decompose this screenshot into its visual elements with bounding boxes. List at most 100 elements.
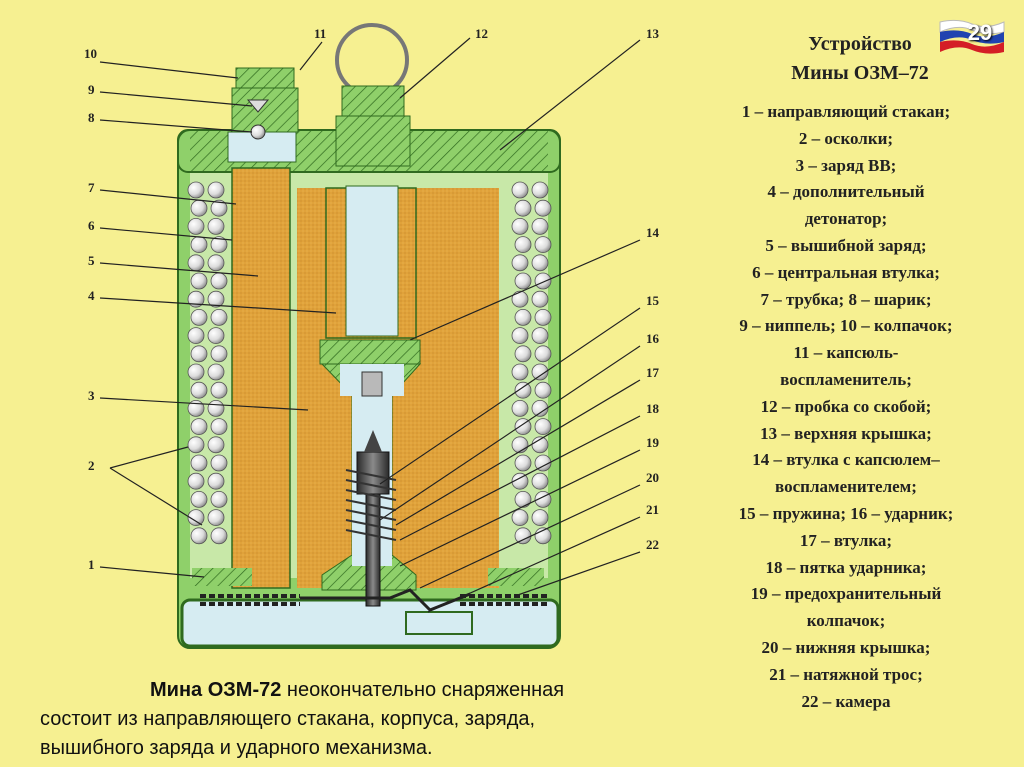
callout-1: 1 — [88, 557, 95, 572]
fragment-ball — [187, 290, 205, 308]
callout-19: 19 — [646, 435, 660, 450]
fragment-ball — [207, 509, 225, 526]
fragment-ball — [187, 254, 205, 272]
fragment-ball — [207, 436, 225, 454]
fragment-ball — [514, 490, 532, 508]
legend-line: 14 – втулка с капсюлем– — [752, 450, 940, 470]
fragment-balls-right — [511, 181, 552, 545]
caption-title: Мина ОЗМ-72 — [150, 679, 282, 701]
fragment-ball — [187, 181, 205, 199]
callout-2: 2 — [88, 458, 95, 473]
legend-line: 6 – центральная втулка; — [752, 262, 940, 282]
fragment-ball — [207, 399, 225, 417]
fragment-ball — [534, 308, 552, 326]
legend-line: 20 – нижняя крышка; — [761, 637, 931, 657]
callout-12: 12 — [475, 26, 488, 41]
plug-with-ring — [335, 23, 411, 167]
caption-line-3: вышибного заряда и ударного механизма. — [40, 737, 433, 759]
fragment-ball — [511, 290, 529, 308]
fragment-ball — [210, 490, 228, 508]
title-line-1: Устройство — [808, 33, 912, 55]
fragment-ball — [511, 254, 529, 272]
slide-number: 29 — [967, 20, 993, 45]
fragment-ball — [511, 363, 529, 381]
fragment-balls-left — [187, 181, 228, 545]
legend-line: воспламенителем; — [775, 477, 917, 497]
fragment-ball — [190, 199, 208, 217]
fragment-ball — [511, 217, 529, 235]
fragment-ball — [531, 472, 549, 490]
fragment-ball — [534, 236, 552, 254]
fragment-ball — [187, 472, 205, 490]
left-tube-head — [227, 67, 299, 163]
callout-9: 9 — [88, 82, 95, 97]
fragment-ball — [210, 345, 228, 363]
legend-line: 18 – пятка ударника; — [765, 557, 927, 577]
fragment-ball — [207, 363, 225, 381]
callout-7: 7 — [88, 180, 95, 195]
legend-line: 11 – капсюль- — [793, 343, 899, 363]
callout-15: 15 — [646, 293, 660, 308]
fragment-ball — [210, 418, 228, 436]
fragment-ball — [187, 509, 205, 526]
fragment-ball — [531, 290, 549, 308]
fragment-ball — [190, 308, 208, 326]
fragment-ball — [534, 345, 552, 363]
fragment-ball — [210, 381, 228, 399]
fragment-ball — [207, 472, 225, 490]
fragment-ball — [531, 181, 549, 199]
legend-line: 21 – натяжной трос; — [769, 664, 923, 684]
fragment-ball — [210, 272, 228, 290]
bottom-mechanism — [192, 568, 548, 635]
fragment-ball — [511, 509, 529, 526]
fragment-ball — [514, 527, 532, 545]
fragment-ball — [514, 199, 532, 217]
fragment-ball — [207, 290, 225, 308]
fragment-ball — [190, 272, 208, 290]
legend-line: 13 – верхняя крышка; — [760, 423, 932, 443]
callout-18: 18 — [646, 401, 660, 416]
fragment-ball — [531, 399, 549, 417]
legend-line: 17 – втулка; — [799, 530, 893, 550]
fragment-ball — [187, 399, 205, 417]
fragment-ball — [531, 363, 549, 381]
fragment-ball — [207, 181, 225, 199]
fragment-ball — [514, 272, 532, 290]
callout-16: 16 — [646, 331, 660, 346]
caption-line-2: состоит из направляющего стакана, корпус… — [40, 708, 536, 730]
fragment-ball — [190, 345, 208, 363]
fragment-ball — [534, 381, 552, 399]
legend-line: 1 – направляющий стакан; — [741, 102, 951, 121]
diagram-title: Устройство Мины ОЗМ–72 — [760, 30, 960, 88]
fragment-ball — [187, 217, 205, 235]
legend-line: колпачок; — [806, 611, 886, 631]
fragment-ball — [511, 472, 529, 490]
fragment-ball — [514, 345, 532, 363]
callout-6: 6 — [88, 218, 95, 233]
legend-line: 19 – предохранительный — [750, 584, 942, 604]
legend-line: 4 – дополнительный — [767, 182, 925, 202]
fragment-ball — [531, 254, 549, 272]
callout-11: 11 — [314, 26, 326, 41]
fragment-ball — [534, 454, 552, 472]
fragment-ball — [511, 436, 529, 454]
legend-line: 15 – пружина; 16 – ударник; — [738, 503, 954, 523]
legend-line: 9 – ниппель; 10 – колпачок; — [739, 316, 953, 336]
callout-14: 14 — [646, 225, 660, 240]
fragment-ball — [210, 454, 228, 472]
fragment-ball — [534, 199, 552, 217]
fragment-ball — [511, 327, 529, 345]
legend-line: 7 – трубка; 8 – шарик; — [760, 289, 932, 309]
fragment-ball — [190, 454, 208, 472]
fragment-ball — [190, 490, 208, 508]
fragment-ball — [514, 418, 532, 436]
russian-flag-icon — [939, 19, 1005, 54]
legend-line: 22 – камера — [801, 691, 891, 711]
legend-line: 12 – пробка со скобой; — [760, 396, 932, 416]
fragment-ball — [531, 217, 549, 235]
callout-22: 22 — [646, 537, 659, 552]
fragment-ball — [531, 327, 549, 345]
fragment-ball — [210, 199, 228, 217]
caption-lead: неокончательно снаряженная — [281, 679, 565, 701]
